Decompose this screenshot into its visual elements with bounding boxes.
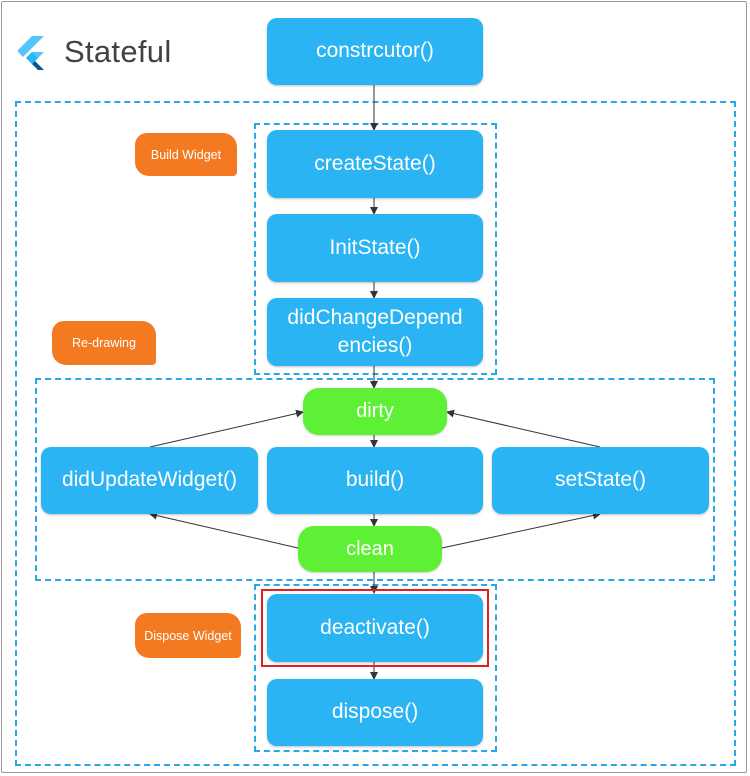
dispose-widget-tag: Dispose Widget xyxy=(135,613,241,658)
deactivate-node: deactivate() xyxy=(267,594,483,662)
build-widget-tag: Build Widget xyxy=(135,133,237,176)
dirty-state-node: dirty xyxy=(303,388,447,435)
constructor-node: constrcutor() xyxy=(267,18,483,85)
arrow-clean-to-setstate xyxy=(441,511,601,549)
page-title: Stateful xyxy=(64,34,172,69)
redrawing-tag: Re-drawing xyxy=(52,321,156,365)
createstate-node: createState() xyxy=(267,130,483,198)
arrow-setstate-to-dirty xyxy=(446,409,601,448)
initstate-node: InitState() xyxy=(267,214,483,282)
setstate-node: setState() xyxy=(492,447,709,514)
arrow-clean-to-didupdate xyxy=(149,511,299,549)
dispose-widget-group xyxy=(254,584,497,752)
arrow-didupdate-to-dirty xyxy=(149,409,304,448)
build-node: build() xyxy=(267,447,483,514)
selection-highlight xyxy=(261,589,489,667)
outer-lifecycle-box xyxy=(15,101,736,766)
flutter-logo-icon xyxy=(18,36,44,70)
clean-state-node: clean xyxy=(298,526,442,572)
dispose-node: dispose() xyxy=(267,679,483,746)
redrawing-group xyxy=(35,378,715,581)
didchangedependencies-node: didChangeDepend encies() xyxy=(267,298,483,366)
didupdatewidget-node: didUpdateWidget() xyxy=(41,447,258,514)
